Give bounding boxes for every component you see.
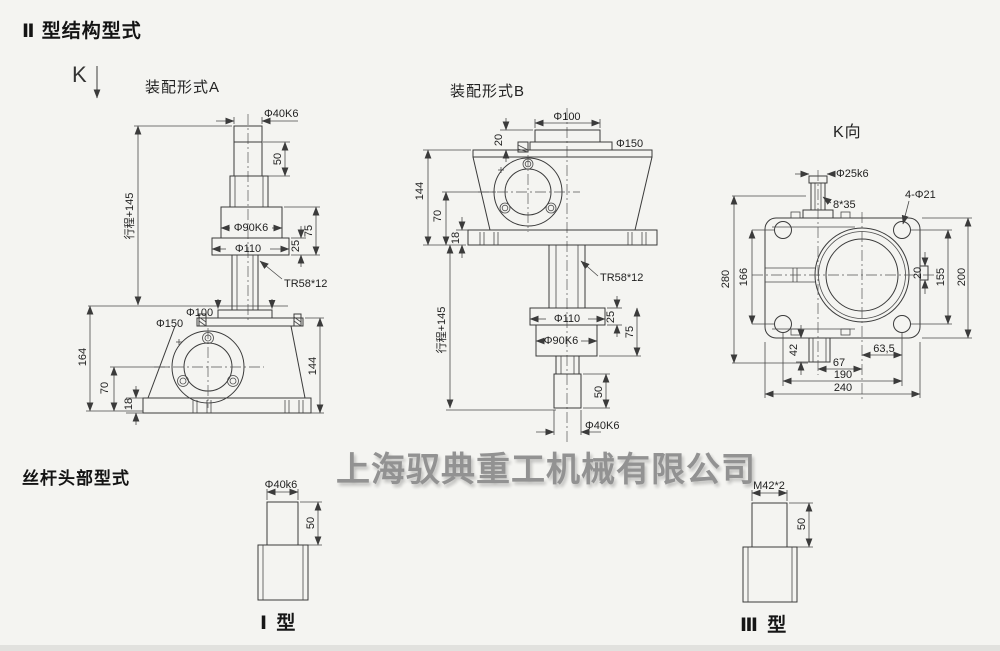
dim-type1-dia: Φ40k6 <box>265 479 298 491</box>
dim-k-63-5: 63,5 <box>873 343 894 355</box>
dim-a-spigot-dia: Φ100 <box>186 307 213 319</box>
dim-a-thread: TR58*12 <box>284 278 327 290</box>
dim-b-flange-dia: Φ150 <box>616 138 643 150</box>
dim-k-155: 155 <box>935 268 947 286</box>
dim-k-240: 240 <box>834 382 852 394</box>
dim-k-166: 166 <box>738 268 750 286</box>
type3-linework <box>742 489 813 603</box>
type3-dim-text: M42*2 50 <box>753 480 808 530</box>
dim-b-20: 20 <box>493 134 505 146</box>
dim-k-worm-shaft-dia: Φ25k6 <box>836 168 869 180</box>
dim-b-spigot-dia: Φ100 <box>553 111 580 123</box>
view-k-linework <box>730 170 972 400</box>
dim-a-164: 164 <box>77 348 89 366</box>
dim-b-travel: 行程+145 <box>435 307 448 354</box>
dim-k-holes: 4-Φ21 <box>905 189 936 201</box>
dim-a-70: 70 <box>99 382 111 394</box>
dim-k-42: 42 <box>788 344 800 356</box>
dim-k-200: 200 <box>956 268 968 286</box>
dim-a-travel: 行程+145 <box>123 193 136 240</box>
dim-type3-len: 50 <box>796 518 808 530</box>
k-direction-label: K <box>72 62 87 87</box>
dim-a-144: 144 <box>307 357 319 375</box>
dim-k-67: 67 <box>833 357 845 369</box>
dim-b-thread: TR58*12 <box>600 272 643 284</box>
bottom-edge-band <box>0 645 1000 651</box>
dim-type1-len: 50 <box>305 517 317 529</box>
dim-a-18: 18 <box>123 398 135 410</box>
dim-b-25: 25 <box>605 311 617 323</box>
view-k-dim-text: Φ25k6 8*35 4-Φ21 280 166 155 200 20 42 6… <box>720 168 968 394</box>
type1-label: Ⅰ 型 <box>260 613 298 634</box>
type1-linework <box>257 488 322 601</box>
page-title: Ⅱ 型结构型式 <box>22 21 142 42</box>
dim-b-75: 75 <box>624 326 636 338</box>
dim-b-sleeve-dia: Φ90K6 <box>544 335 578 347</box>
dim-b-18: 18 <box>450 232 462 244</box>
view-b-dim-text: Φ100 20 Φ150 144 70 18 行程+145 TR58*12 Φ1… <box>414 111 643 432</box>
dim-b-70: 70 <box>432 210 444 222</box>
screw-head-section-title: 丝杆头部型式 <box>22 469 130 488</box>
dim-k-key: 8*35 <box>833 199 856 211</box>
type3-label: Ⅲ 型 <box>740 615 789 636</box>
view-b-linework <box>423 108 658 445</box>
dim-k-280: 280 <box>720 270 732 288</box>
dim-k-20: 20 <box>912 267 924 279</box>
view-k-title: K向 <box>833 124 862 141</box>
dim-a-flange-dia: Φ110 <box>235 243 261 255</box>
dim-b-50: 50 <box>593 386 605 398</box>
view-b-title: 装配形式B <box>450 83 526 100</box>
dim-a-shaft-dia: Φ40K6 <box>264 108 298 120</box>
dim-a-25: 25 <box>290 240 302 252</box>
view-a-dim-text: Φ40K6 50 行程+145 Φ90K6 Φ110 75 25 TR58*12… <box>77 108 327 410</box>
dim-b-144: 144 <box>414 182 426 200</box>
view-a-title: 装配形式A <box>145 79 221 96</box>
dim-b-flange110: Φ110 <box>554 313 580 325</box>
company-watermark: 上海驭典重工机械有限公司 <box>336 451 756 489</box>
dim-a-sleeve-dia: Φ90K6 <box>234 222 268 234</box>
dim-type3-dia: M42*2 <box>753 480 785 492</box>
type1-dim-text: Φ40k6 50 <box>265 479 317 529</box>
dim-k-190: 190 <box>834 369 852 381</box>
dim-a-shaft-len: 50 <box>272 153 284 165</box>
dim-a-base-flange-dia: Φ150 <box>156 318 183 330</box>
view-a-linework <box>86 114 324 425</box>
dim-b-shaft-dia: Φ40K6 <box>585 420 619 432</box>
dim-a-75: 75 <box>303 225 315 237</box>
